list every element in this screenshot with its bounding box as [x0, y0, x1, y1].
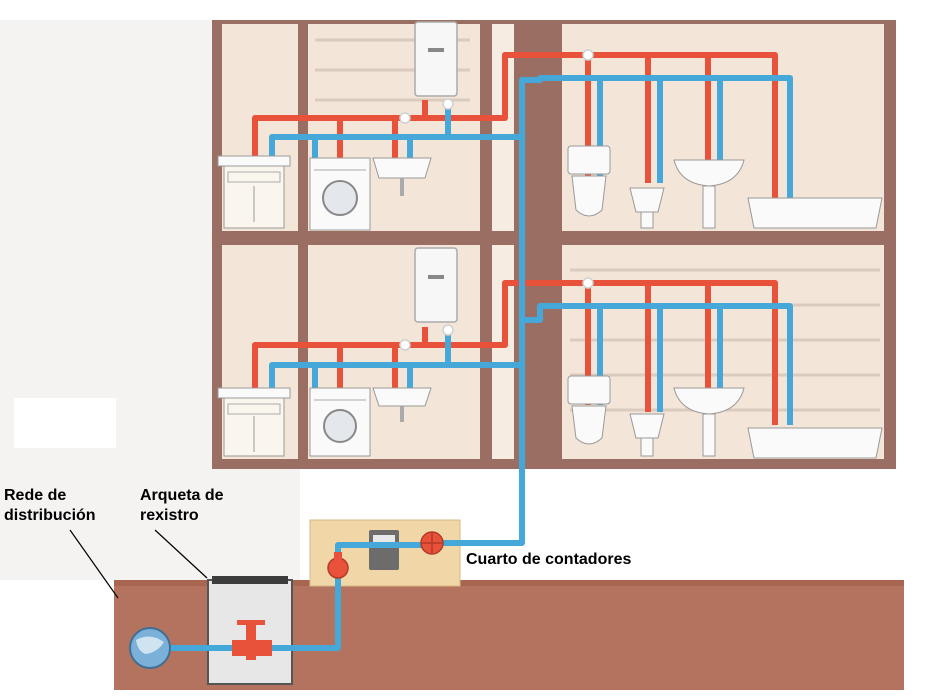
valve-icon	[582, 277, 594, 289]
floor-slab	[212, 231, 896, 245]
main-valve-left	[327, 552, 349, 579]
label-line: Rede de	[4, 487, 67, 504]
ground-edge	[114, 580, 904, 586]
inspection-box-valve	[232, 620, 272, 660]
meter-room-label: Cuarto de contadores	[462, 548, 696, 572]
valve-icon	[399, 339, 411, 351]
water-heater-lower	[414, 247, 458, 323]
kitchen-sink-cabinet-icon	[217, 155, 291, 229]
label-line: rexistro	[140, 507, 199, 524]
inspection-box-cover	[212, 576, 288, 584]
fixtures-upper-floor	[217, 145, 883, 231]
hot-water-pipes	[252, 52, 778, 425]
washbasin-icon	[372, 387, 432, 422]
floor-slab	[212, 459, 896, 469]
main-valve-right	[420, 531, 444, 555]
shaft	[492, 245, 514, 459]
bidet-icon	[629, 413, 665, 457]
distribution-network-label: Rede de distribución	[4, 486, 96, 526]
label-line: Arqueta de	[140, 487, 224, 504]
valve-wheel-icon	[327, 557, 349, 579]
blank-patch	[14, 398, 116, 448]
kitchen-sink-cabinet-icon	[217, 387, 291, 457]
callout-line	[69, 529, 119, 599]
pedestal-sink-icon	[673, 159, 745, 229]
inspection-box-label: Arqueta de rexistro	[140, 486, 224, 526]
callout-line	[154, 529, 208, 579]
toilet-icon	[567, 375, 611, 445]
callout-lines	[69, 529, 208, 599]
bathtub-icon	[747, 197, 883, 229]
bidet-icon	[629, 187, 665, 229]
water-heater-icon	[414, 247, 458, 323]
shaft	[492, 24, 514, 231]
washbasin-icon	[372, 157, 432, 196]
bathtub-icon	[747, 427, 883, 459]
cold-water-pipes	[155, 75, 793, 651]
fixtures-lower-floor	[217, 375, 883, 459]
toilet-icon	[567, 145, 611, 217]
valve-icon	[582, 49, 594, 61]
label-line: distribución	[4, 507, 96, 524]
water-heater-upper	[414, 21, 458, 97]
pedestal-sink-icon	[673, 387, 745, 457]
washing-machine-icon	[309, 387, 371, 457]
valve-icon	[442, 324, 454, 336]
valve-icon	[399, 112, 411, 124]
water-heater-icon	[414, 21, 458, 97]
washing-machine-icon	[309, 157, 371, 231]
valve-icon	[442, 98, 454, 110]
pipe-valves	[399, 49, 594, 351]
distribution-main	[129, 627, 171, 669]
